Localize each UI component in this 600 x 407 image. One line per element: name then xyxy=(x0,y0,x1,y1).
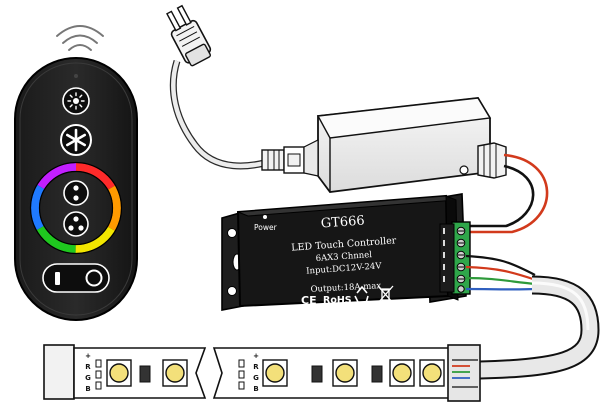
recycle-icon xyxy=(354,285,369,304)
led-chips xyxy=(106,359,445,387)
flash-icon xyxy=(66,128,86,152)
strip-label: R xyxy=(253,363,259,371)
led-chip xyxy=(262,359,288,387)
power-label: Power xyxy=(254,223,278,232)
flash-button[interactable] xyxy=(60,124,92,156)
solder-pads-right xyxy=(238,359,245,390)
strip-labels-left: + R G B xyxy=(85,352,91,393)
power-adapter xyxy=(261,97,507,193)
crossed-bin-icon xyxy=(377,285,394,304)
strip-label: B xyxy=(85,385,90,393)
ac-power-plug xyxy=(166,4,277,170)
dc-output-wires xyxy=(470,153,549,234)
mount-hole-icon xyxy=(227,228,237,238)
speed-button[interactable] xyxy=(63,211,89,237)
strip-label: G xyxy=(253,374,259,382)
strip-label: B xyxy=(253,385,258,393)
wireless-signal-icon xyxy=(56,25,104,51)
power-led-icon xyxy=(263,215,267,219)
power-toggle-button[interactable] xyxy=(42,263,110,293)
led-chip xyxy=(106,359,132,387)
ir-led xyxy=(74,74,78,78)
ce-mark: CE xyxy=(301,294,317,307)
led-chip xyxy=(419,359,445,387)
mount-hole-icon xyxy=(227,286,237,296)
strip-cable xyxy=(479,275,600,380)
brightness-icon xyxy=(67,92,85,110)
speed-icon xyxy=(68,216,84,231)
terminal-block xyxy=(439,221,471,295)
led-chip xyxy=(162,359,188,387)
touch-remote-control xyxy=(14,57,138,321)
resistor-icon xyxy=(139,365,383,383)
strip-label: + xyxy=(253,352,259,360)
mode-icon xyxy=(73,185,79,201)
certification-marks: CE RoHS xyxy=(301,285,394,307)
led-chip xyxy=(332,359,358,387)
power-toggle-icon xyxy=(55,269,103,287)
rohs-mark: RoHS xyxy=(323,295,352,306)
controller-channels: 6AX3 Chnnel xyxy=(315,250,372,264)
rgb-output-wires xyxy=(465,254,537,291)
controller-output: Output:18A max xyxy=(310,281,381,295)
mode-button[interactable] xyxy=(63,180,89,206)
color-touch-ring[interactable] xyxy=(29,161,123,255)
controller-model: GT666 xyxy=(320,213,365,231)
solder-pads-left xyxy=(95,359,102,390)
led-chip xyxy=(389,359,415,387)
strip-labels-right: + R G B xyxy=(253,352,259,393)
brightness-button[interactable] xyxy=(62,87,90,115)
led-touch-controller xyxy=(221,193,471,311)
strip-label: R xyxy=(85,363,91,371)
strip-label: G xyxy=(85,374,91,382)
strip-label: + xyxy=(85,352,91,360)
